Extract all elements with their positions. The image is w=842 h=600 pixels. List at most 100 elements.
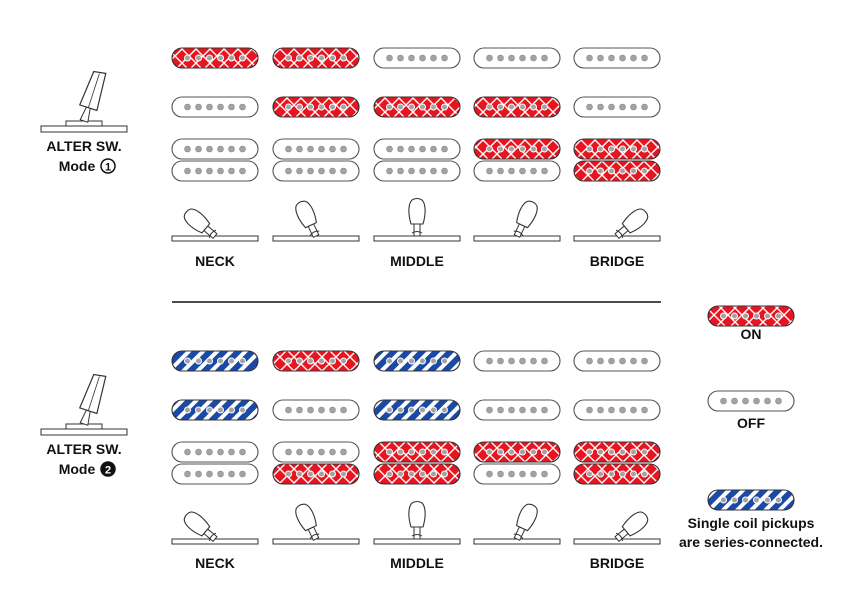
pickup-on [573, 160, 661, 182]
pole-piece [408, 54, 415, 62]
pole-piece [307, 357, 314, 365]
pole-piece [296, 103, 303, 111]
pole-piece [597, 167, 604, 175]
pole-piece [307, 470, 314, 478]
pickup-off [473, 350, 561, 372]
pole-piece [441, 406, 448, 414]
pole-piece [641, 406, 648, 414]
pickup-off [473, 47, 561, 69]
switch-lever [513, 503, 538, 541]
pole-piece [329, 54, 336, 62]
pole-piece [408, 167, 415, 175]
pickup-body [171, 399, 259, 421]
pickup-body [573, 399, 661, 421]
switch-lever [295, 503, 320, 541]
pole-piece [228, 406, 235, 414]
pole-piece [586, 167, 593, 175]
pole-piece [497, 406, 504, 414]
pole-piece [296, 145, 303, 153]
pole-piece [486, 406, 493, 414]
pole-piece [630, 470, 637, 478]
pole-piece [430, 470, 437, 478]
pole-piece [296, 167, 303, 175]
pickup-off [171, 96, 259, 118]
pole-piece [195, 54, 202, 62]
selector-switch-position-2 [272, 503, 360, 545]
pole-piece [764, 496, 771, 504]
legend-off-pickup [707, 390, 795, 412]
position-column: MIDDLE [373, 47, 461, 269]
pole-piece [340, 406, 347, 414]
pole-piece [397, 54, 404, 62]
legend-off-label: OFF [737, 415, 765, 431]
pole-piece [285, 357, 292, 365]
pickup-body [272, 138, 360, 160]
pole-piece [742, 496, 749, 504]
pole-piece [307, 448, 314, 456]
alter-switch-base [40, 428, 128, 436]
pickup-body [573, 138, 661, 160]
pole-piece [318, 470, 325, 478]
pole-piece [597, 54, 604, 62]
pickup-series [171, 350, 259, 372]
pole-piece [630, 167, 637, 175]
pole-piece [206, 357, 213, 365]
mode-1-alter-switch: ALTER SW. Mode 1 [40, 70, 128, 174]
pole-piece [397, 470, 404, 478]
pickup-on [373, 463, 461, 485]
pole-piece [519, 145, 526, 153]
pole-piece [419, 145, 426, 153]
pole-piece [597, 406, 604, 414]
legend-series-label-line1: Single coil pickups [688, 515, 815, 531]
pickup-off [573, 399, 661, 421]
selector-switch-position-1 [171, 208, 259, 242]
pole-piece [239, 448, 246, 456]
pickup-series [171, 399, 259, 421]
pole-piece [318, 54, 325, 62]
pole-piece [508, 145, 515, 153]
pole-piece [586, 470, 593, 478]
pole-piece [228, 167, 235, 175]
pole-piece [530, 406, 537, 414]
legend: ON OFF Single coil pickups are series-co… [679, 305, 823, 550]
pole-piece [486, 167, 493, 175]
pole-piece [228, 54, 235, 62]
pole-piece [296, 54, 303, 62]
pickup-on [373, 96, 461, 118]
pole-piece [731, 312, 738, 320]
pickup-on [707, 305, 795, 327]
pole-piece [184, 357, 191, 365]
pickup-off [473, 399, 561, 421]
pickup-off [373, 160, 461, 182]
pole-piece [486, 145, 493, 153]
pickup-body [707, 489, 795, 511]
pole-piece [386, 470, 393, 478]
pickup-body [373, 463, 461, 485]
alter-switch-nut [65, 120, 103, 127]
pole-piece [228, 470, 235, 478]
pickup-body [272, 441, 360, 463]
pickup-body [473, 138, 561, 160]
pole-piece [184, 103, 191, 111]
switch-lever [295, 200, 320, 238]
pickup-off [473, 160, 561, 182]
pole-piece [285, 448, 292, 456]
switch-lever [614, 511, 649, 543]
switch-lever [408, 197, 426, 237]
pole-piece [519, 448, 526, 456]
pole-piece [329, 167, 336, 175]
pole-piece [184, 54, 191, 62]
pole-piece [619, 103, 626, 111]
pole-piece [307, 103, 314, 111]
pole-piece [430, 145, 437, 153]
pickup-body [272, 47, 360, 69]
pole-piece [731, 496, 738, 504]
mode-number-circle [100, 158, 116, 174]
pole-piece [296, 406, 303, 414]
pickup-on [272, 96, 360, 118]
switch-lever [513, 200, 538, 238]
pole-piece [195, 103, 202, 111]
alter-switch-lever [78, 373, 107, 426]
selector-switch-position-3 [373, 500, 461, 545]
pickup-body [573, 160, 661, 182]
